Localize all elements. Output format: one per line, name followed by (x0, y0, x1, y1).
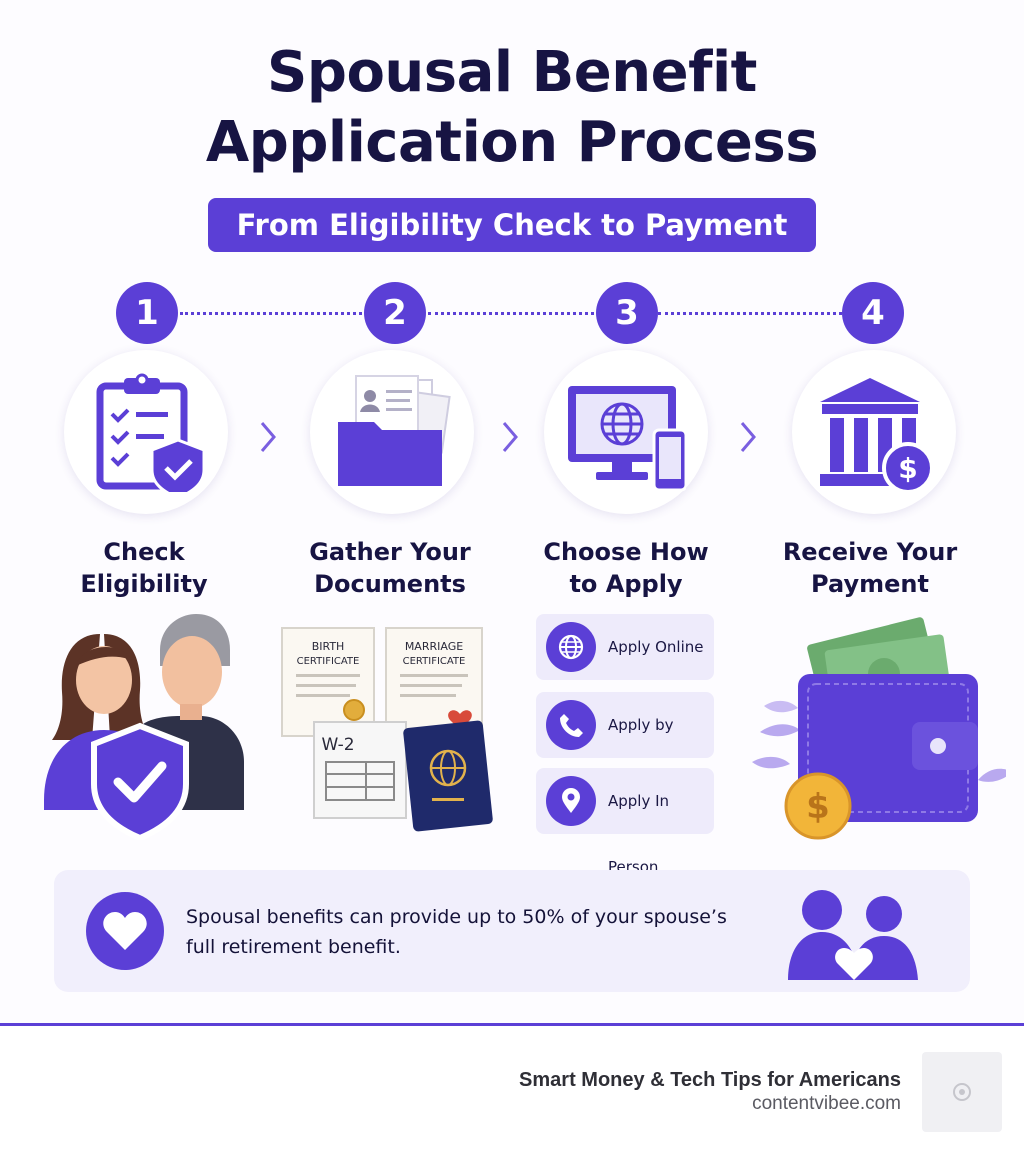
step-2-title-line-1: Gather Your (309, 538, 471, 566)
note-line-2: full retirement benefit. (186, 936, 401, 958)
connector-dots-2-3 (428, 312, 594, 315)
spousal-benefit-note: Spousal benefits can provide up to 50% o… (54, 870, 970, 992)
chevron-right-icon (260, 422, 276, 452)
step-number-4: 4 (842, 282, 904, 344)
birth-cert-line-2: CERTIFICATE (297, 656, 360, 667)
chevron-right-icon (502, 422, 518, 452)
footer (0, 1026, 1024, 1154)
folder-documents-icon (338, 375, 451, 486)
apply-by-phone-option[interactable]: Apply by Phone (536, 692, 714, 800)
footer-brand: Smart Money & Tech Tips for Americans co… (519, 1068, 901, 1116)
svg-text:$: $ (806, 787, 830, 827)
apply-online-label: Apply Online (608, 638, 704, 656)
step-2-icon-circle (310, 350, 474, 514)
step-3-title-line-1: Choose How (543, 538, 709, 566)
connector-dots-3-4 (658, 312, 842, 315)
site-logo[interactable] (922, 1052, 1002, 1132)
w2-label: W-2 (321, 735, 354, 755)
chevron-right-icon (740, 422, 756, 452)
subtitle-banner: From Eligibility Check to Payment (208, 198, 816, 252)
title-line-1: Spousal Benefit (267, 40, 757, 105)
step-number-1: 1 (116, 282, 178, 344)
heart-icon (86, 892, 164, 970)
wallet-money-illustration: $ (752, 617, 1006, 840)
globe-icon (546, 622, 596, 672)
step-2-title-line-2: Documents (314, 570, 466, 598)
note-text: Spousal benefits can provide up to 50% o… (186, 902, 746, 962)
computer-phone-icon (568, 386, 686, 492)
phone-icon (546, 700, 596, 750)
step-1-icon-circle (64, 350, 228, 514)
step-3-title-line-2: to Apply (569, 570, 683, 598)
step-4-title-line-2: Payment (811, 570, 929, 598)
step-3-icon-circle (544, 350, 708, 514)
apply-online-option[interactable]: Apply Online (536, 614, 714, 680)
title-line-2: Application Process (205, 110, 819, 175)
page-title: Spousal Benefit Application Process (0, 38, 1024, 178)
footer-site[interactable]: contentvibee.com (752, 1093, 901, 1114)
couple-heart-icon (788, 890, 918, 980)
apply-in-person-option[interactable]: Apply In Person (536, 768, 714, 876)
footer-tagline: Smart Money & Tech Tips for Americans (519, 1069, 901, 1091)
couple-shield-illustration (44, 614, 244, 840)
note-line-1: Spousal benefits can provide up to 50% o… (186, 906, 727, 928)
step-4-title: Receive Your Payment (760, 536, 980, 600)
step-1-title: Check Eligibility (34, 536, 254, 600)
step-4-icon-circle: $ (792, 350, 956, 514)
step-number-3: 3 (596, 282, 658, 344)
svg-text:$: $ (898, 452, 917, 485)
logo-icon (953, 1083, 971, 1101)
documents-illustration: BIRTH CERTIFICATE MARRIAGE CERTIFICATE W… (281, 627, 493, 832)
step-1-title-line-1: Check (103, 538, 185, 566)
clipboard-shield-icon (96, 373, 206, 492)
step-number-2: 2 (364, 282, 426, 344)
step-3-title: Choose How to Apply (516, 536, 736, 600)
footer-divider (0, 1023, 1024, 1026)
step-4-title-line-1: Receive Your (782, 538, 958, 566)
location-pin-icon (546, 776, 596, 826)
marriage-cert-line-1: MARRIAGE (405, 640, 463, 653)
step-2-title: Gather Your Documents (280, 536, 500, 600)
connector-dots-1-2 (180, 312, 362, 315)
marriage-cert-line-2: CERTIFICATE (403, 656, 466, 667)
step-1-title-line-2: Eligibility (80, 570, 208, 598)
bank-dollar-icon: $ (820, 378, 934, 492)
birth-cert-line-1: BIRTH (312, 640, 345, 653)
